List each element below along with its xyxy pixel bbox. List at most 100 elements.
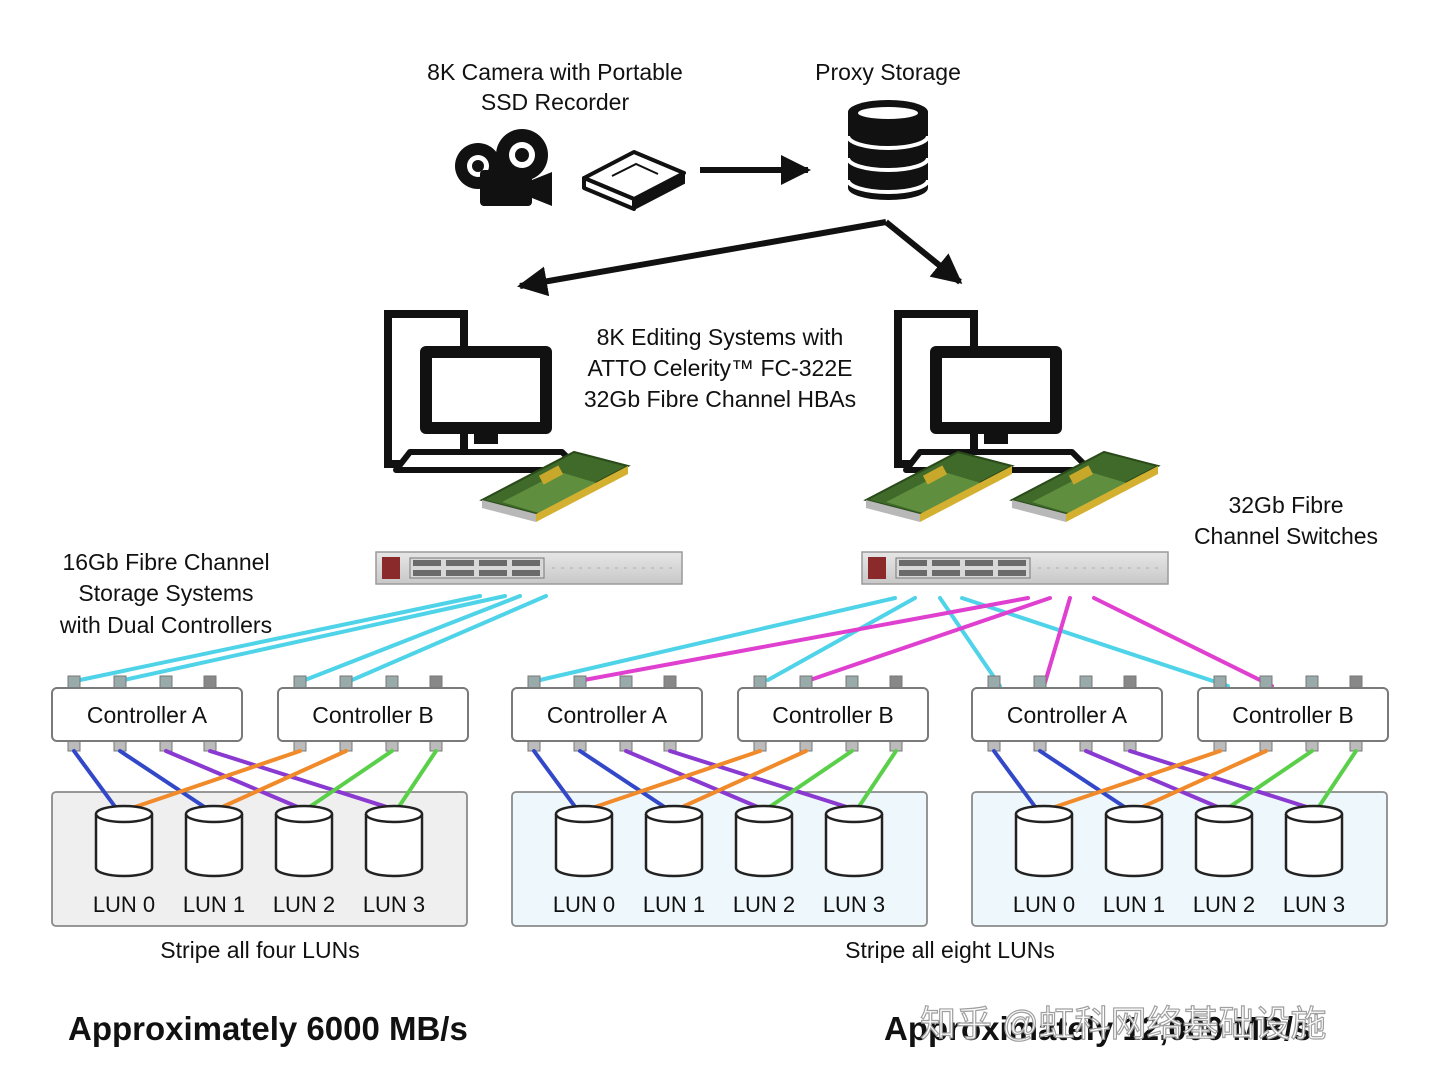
throughput-left-label: Approximately 6000 MB/s xyxy=(68,1010,468,1047)
workstation-icon-left xyxy=(384,310,583,473)
lun-link xyxy=(624,749,762,810)
lun-link xyxy=(1138,749,1268,810)
lun-label: LUN 0 xyxy=(93,892,155,917)
fibre-link-cyan xyxy=(303,594,522,682)
ssd-recorder-icon xyxy=(582,150,686,211)
fibre-link-cyan xyxy=(78,594,482,682)
controller-port xyxy=(1349,675,1363,689)
controller-port xyxy=(573,675,587,689)
controller-port xyxy=(293,675,307,689)
lun-label: LUN 1 xyxy=(1103,892,1165,917)
lun-link xyxy=(590,749,762,810)
controller-box xyxy=(737,687,929,742)
switch-label-line1: 32Gb Fibre xyxy=(1228,492,1343,518)
throughput-right-label: Approximately 12,000 MB/s xyxy=(884,1010,1311,1047)
editing-label-line2: ATTO Celerity™ FC-322E xyxy=(588,355,853,381)
controller-port xyxy=(339,675,353,689)
lun-link xyxy=(992,749,1038,810)
editing-label-line1: 8K Editing Systems with xyxy=(597,324,844,350)
proxy-storage-label: Proxy Storage xyxy=(815,59,961,85)
controller-port xyxy=(1213,675,1227,689)
lun-drum-icon xyxy=(364,804,424,878)
lun-link xyxy=(766,749,854,810)
hba-card-icon-right-2 xyxy=(1009,450,1161,522)
controller-port xyxy=(159,675,173,689)
lun-link xyxy=(118,749,208,810)
lun-drum-icon xyxy=(1014,804,1074,878)
controller-box xyxy=(277,687,469,742)
controller-port xyxy=(527,675,541,689)
database-icon xyxy=(846,100,930,200)
storage-groups: Controller A Controller B LUN 0 LUN 1 LUN 2 L… xyxy=(51,675,1389,927)
lun-label: LUN 2 xyxy=(273,892,335,917)
camera-label-line2: SSD Recorder xyxy=(481,89,630,115)
lun-link xyxy=(306,749,394,810)
fibre-link-cyan xyxy=(766,596,917,682)
arrow-to-left-editor xyxy=(517,219,887,297)
fibre-link-magenta xyxy=(582,596,1030,682)
lun-label: LUN 2 xyxy=(733,892,795,917)
controller-a-label: Controller A xyxy=(1007,702,1128,728)
fibre-link-cyan xyxy=(960,596,1230,688)
stripe-eight-luns-label: Stripe all eight LUNs xyxy=(845,937,1055,963)
lun-label: LUN 0 xyxy=(553,892,615,917)
controller-b-label: Controller B xyxy=(772,702,893,728)
fibre-link-cyan xyxy=(538,596,897,682)
lun-drum-icon xyxy=(94,804,154,878)
hba-card-icon-left xyxy=(479,450,631,522)
storage-label-line3: with Dual Controllers xyxy=(59,612,272,638)
video-camera-icon xyxy=(455,129,552,206)
lun-drum-icon xyxy=(554,804,614,878)
controller-port xyxy=(1079,675,1093,689)
lun-label: LUN 3 xyxy=(1283,892,1345,917)
storage-label-line1: 16Gb Fibre Channel xyxy=(62,549,269,575)
lun-label: LUN 3 xyxy=(363,892,425,917)
controller-port xyxy=(385,675,399,689)
hba-card-icon-right-1 xyxy=(863,450,1015,522)
controller-port xyxy=(889,675,903,689)
controller-a-label: Controller A xyxy=(87,702,208,728)
storage-label-line2: Storage Systems xyxy=(78,580,253,606)
controller-port xyxy=(1033,675,1047,689)
lun-link xyxy=(856,749,898,810)
controller-port xyxy=(663,675,677,689)
workstation-icon-right xyxy=(894,310,1093,473)
controller-b-label: Controller B xyxy=(1232,702,1353,728)
controller-a-label: Controller A xyxy=(547,702,668,728)
controller-box xyxy=(1197,687,1389,742)
controller-port xyxy=(619,675,633,689)
controller-box xyxy=(511,687,703,742)
lun-link xyxy=(164,749,302,810)
lun-link xyxy=(1050,749,1222,810)
arrow-to-right-editor xyxy=(884,219,963,285)
controller-port xyxy=(1259,675,1273,689)
lun-link xyxy=(72,749,118,810)
lun-link xyxy=(1128,749,1312,810)
lun-drum-icon xyxy=(734,804,794,878)
fibre-link-cyan xyxy=(122,594,507,682)
lun-link xyxy=(130,749,302,810)
fibre-link-magenta xyxy=(808,596,1052,682)
lun-label: LUN 1 xyxy=(643,892,705,917)
controller-port xyxy=(799,675,813,689)
fibre-link-magenta xyxy=(1042,596,1072,688)
fibre-channel-switch-left xyxy=(375,551,683,585)
controller-port xyxy=(429,675,443,689)
switch-to-controller-links xyxy=(78,594,1274,688)
controller-port xyxy=(1305,675,1319,689)
camera-label-line1: 8K Camera with Portable xyxy=(427,59,683,85)
controller-box xyxy=(971,687,1163,742)
controller-port xyxy=(113,675,127,689)
lun-link xyxy=(218,749,348,810)
lun-drum-icon xyxy=(1194,804,1254,878)
fibre-link-cyan xyxy=(350,594,548,682)
controller-box xyxy=(51,687,243,742)
controller-port xyxy=(987,675,1001,689)
controller-port xyxy=(753,675,767,689)
lun-link xyxy=(668,749,852,810)
lun-drum-icon xyxy=(274,804,334,878)
lun-link xyxy=(208,749,392,810)
lun-drum-icon xyxy=(184,804,244,878)
